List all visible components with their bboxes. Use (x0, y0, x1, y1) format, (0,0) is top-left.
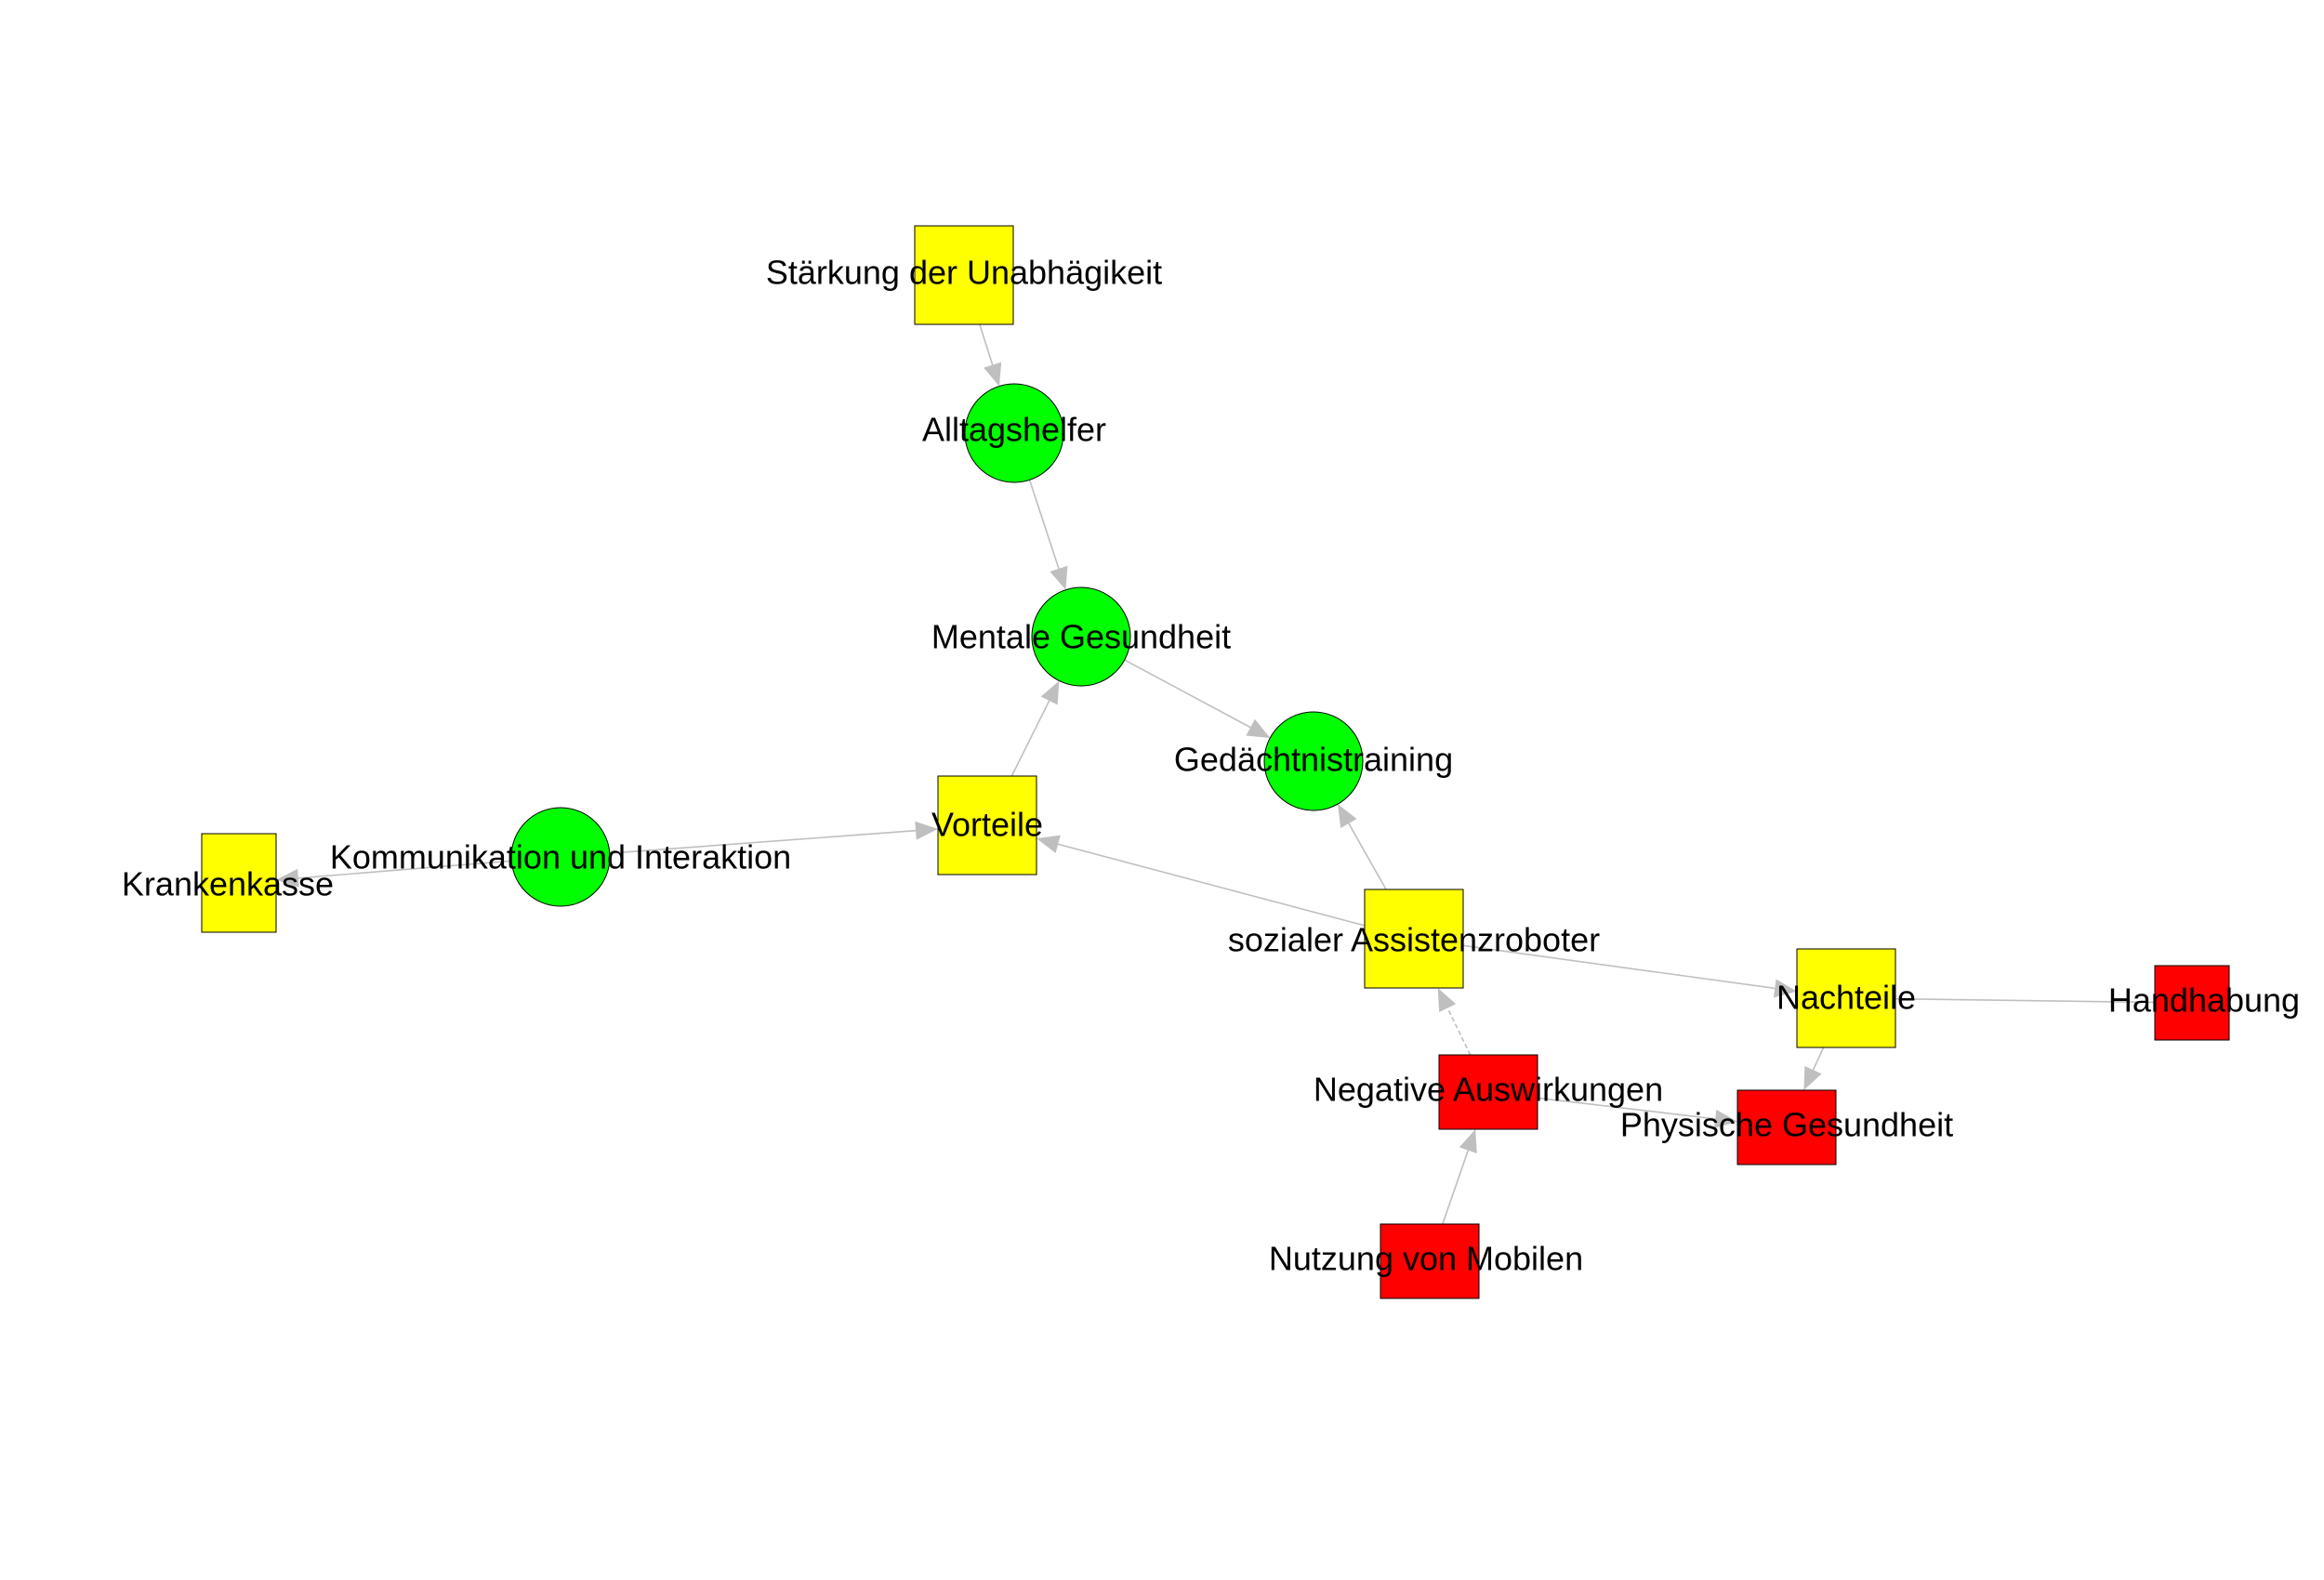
edge-assistenz-to-nachteile (1462, 944, 1797, 998)
edges-layer (276, 323, 2156, 1225)
node-vorteile-square (937, 775, 1037, 876)
nodes-layer (201, 225, 2230, 1299)
edge-line (1462, 944, 1776, 990)
edge-line (1028, 480, 1060, 570)
edge-kommunikation-to-krankenkasse (276, 860, 512, 888)
arrow-head (276, 868, 299, 888)
labels-layer: Stärkung der UnabhägikeitAlltagshelferMe… (122, 254, 2300, 1278)
node-gedaechtnis-circle (1263, 711, 1364, 811)
node-staerkung-square (914, 225, 1014, 325)
edge-vorteile-to-mentale (1010, 680, 1060, 777)
node-label-krankenkasse: Krankenkasse (122, 865, 334, 903)
node-label-handhabung: Handhabung (2108, 981, 2300, 1020)
edge-alltagshelfer-to-mentale (1028, 480, 1068, 590)
node-mentale-circle (1031, 586, 1131, 687)
node-physische-square (1736, 1089, 1837, 1165)
arrow-head (1050, 565, 1068, 590)
edge-line (1010, 700, 1050, 777)
edge-line (1348, 823, 1387, 890)
edge-line (1537, 1097, 1716, 1120)
arrow-head (1437, 988, 1457, 1012)
node-assistenz-square (1364, 889, 1464, 989)
edge-nutzung-to-negative (1442, 1129, 1477, 1225)
node-label-negative: Negative Auswirkungen (1314, 1071, 1663, 1109)
edge-nachteile-to-physische (1803, 1047, 1825, 1090)
edge-line (1446, 1007, 1472, 1056)
node-handhabung-square (2154, 965, 2230, 1041)
arrow-head (984, 362, 1002, 387)
edge-line (609, 829, 917, 854)
node-label-vorteile: Vorteile (931, 806, 1043, 844)
edge-handhabung-to-nachteile (1895, 997, 2156, 1004)
node-label-staerkung: Stärkung der Unabhägikeit (766, 254, 1162, 292)
arrow-head (1037, 835, 1061, 853)
node-krankenkasse-square (201, 833, 277, 933)
arrow-head (1338, 804, 1357, 828)
node-nutzung-square (1380, 1223, 1480, 1299)
node-label-alltagshelfer: Alltagshelfer (922, 411, 1106, 449)
node-label-nachteile: Nachteile (1776, 979, 1916, 1017)
edge-assistenz-to-vorteile (1037, 835, 1366, 927)
edge-kommunikation-to-vorteile (609, 821, 938, 854)
node-alltagshelfer-circle (964, 383, 1064, 483)
edge-line (1124, 659, 1251, 729)
edge-negative-to-assistenz (1437, 988, 1472, 1056)
arrow-head (1040, 680, 1060, 705)
edge-mentale-to-gedaechtnis (1124, 659, 1271, 738)
node-nachteile-square (1796, 948, 1896, 1048)
arrow-head (1803, 1066, 1822, 1090)
arrow-head (1773, 979, 1797, 998)
edge-assistenz-to-gedaechtnis (1338, 804, 1387, 890)
edge-line (1442, 1150, 1470, 1225)
node-label-physische: Physische Gesundheit (1620, 1106, 1953, 1144)
node-label-mentale: Mentale Gesundheit (931, 618, 1231, 656)
arrow-head (1459, 1129, 1477, 1153)
node-label-nutzung: Nutzung von Mobilen (1269, 1240, 1583, 1278)
edge-line (297, 860, 512, 879)
edge-line (1057, 843, 1366, 927)
node-kommunikation-circle (510, 807, 611, 907)
arrow-head (1713, 1109, 1737, 1128)
arrow-head (915, 821, 938, 840)
edge-staerkung-to-alltagshelfer (979, 323, 1002, 387)
edge-line (979, 323, 994, 365)
edge-negative-to-physische (1537, 1097, 1737, 1128)
node-label-gedaechtnis: Gedächtnistraining (1174, 741, 1453, 779)
node-label-assistenz: sozialer Assistenzroboter (1228, 921, 1600, 959)
node-negative-square (1438, 1054, 1538, 1130)
node-label-kommunikation: Kommunikation und Interaktion (330, 838, 791, 876)
arrow-head (1246, 718, 1271, 738)
edge-line (1812, 1047, 1825, 1071)
edge-line (1895, 997, 2156, 1004)
